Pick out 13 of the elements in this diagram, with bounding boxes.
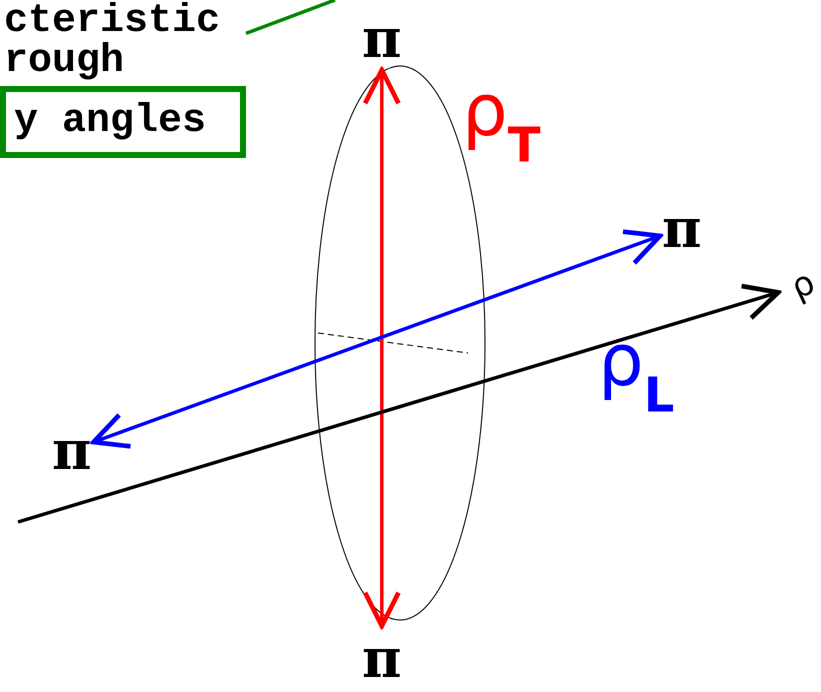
- greek-letter-label: π: [362, 628, 402, 688]
- vector-label: ρ$_{T}$: [462, 70, 540, 176]
- leader-line: [245, 0, 336, 36]
- greek-letter-label: π: [662, 198, 702, 258]
- callout-box: y angles: [0, 86, 246, 158]
- vector-label: ρ$_{L}$: [598, 320, 674, 426]
- double-arrow: [91, 229, 662, 449]
- greek-letter-label: ρ: [780, 253, 821, 317]
- greek-letter-label: π: [52, 420, 92, 480]
- arrow: [18, 284, 781, 524]
- greek-letter-label: π: [362, 8, 402, 68]
- callout-text: cteristic rough: [3, 2, 222, 82]
- double-arrow: [362, 68, 401, 628]
